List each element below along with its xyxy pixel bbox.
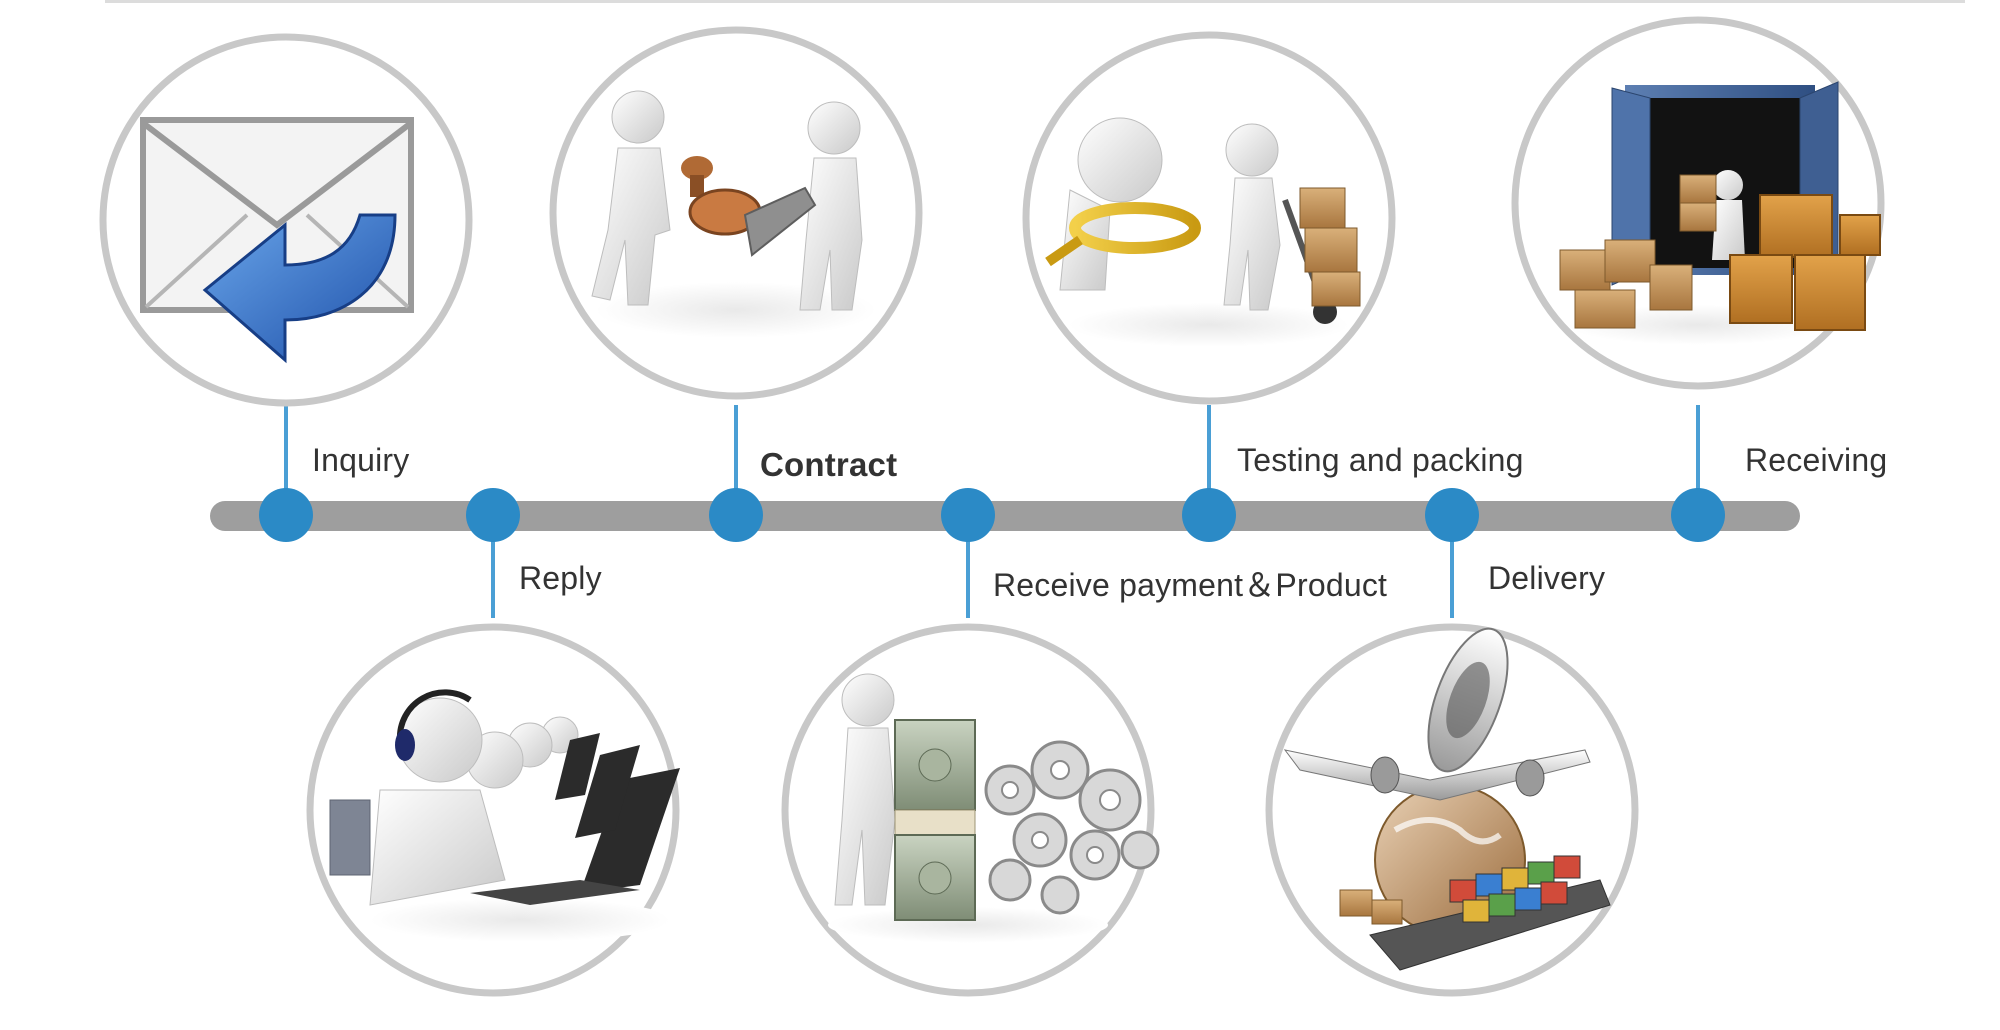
magnifier-hand-truck-icon: [1022, 31, 1396, 405]
plane-globe-ship-icon: [1265, 623, 1639, 997]
top-divider: [105, 0, 1965, 3]
container-boxes-icon: [1511, 16, 1885, 390]
node-delivery: [1425, 488, 1479, 542]
step-label-testing-packing: Testing and packing: [1237, 442, 1524, 478]
node-payment: [941, 488, 995, 542]
step-label-inquiry: Inquiry: [312, 442, 410, 478]
timeline-nodes: [259, 488, 1725, 542]
stamp-contract-icon: [549, 26, 923, 400]
connectors: [284, 405, 1700, 618]
node-contract: [709, 488, 763, 542]
step-label-payment-product: Receive payment＆Product: [993, 567, 1388, 603]
step-label-contract: Contract: [760, 446, 898, 483]
timeline-bar: [210, 501, 1800, 531]
step-label-delivery: Delivery: [1488, 560, 1606, 596]
node-inquiry: [259, 488, 313, 542]
envelope-reply-icon: [99, 33, 473, 407]
step-label-reply: Reply: [519, 560, 602, 596]
node-testing: [1182, 488, 1236, 542]
money-and-gears-icon: [781, 623, 1160, 997]
node-reply: [466, 488, 520, 542]
call-center-agents-icon: [306, 623, 680, 997]
node-receiving: [1671, 488, 1725, 542]
step-label-receiving: Receiving: [1745, 442, 1888, 478]
